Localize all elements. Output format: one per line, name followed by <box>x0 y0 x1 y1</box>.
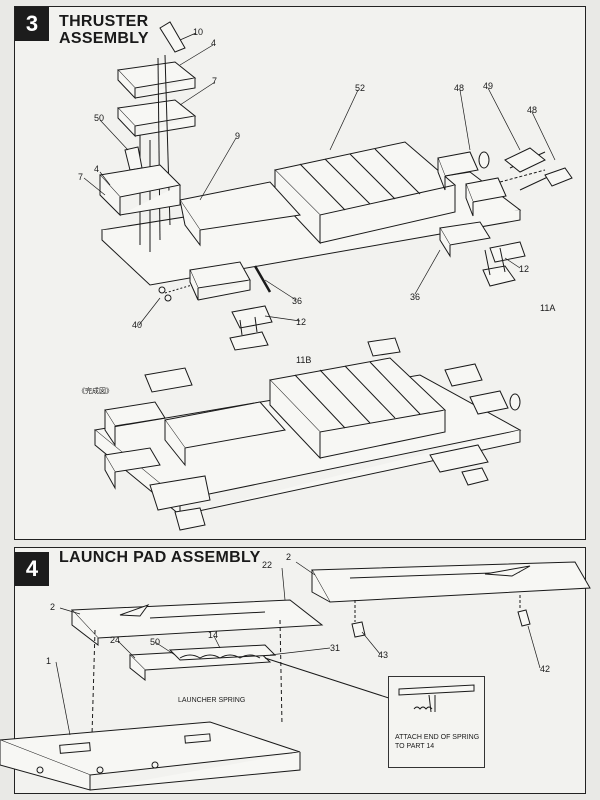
callout-10: 10 <box>193 27 204 37</box>
completed-assembly <box>93 337 522 531</box>
spring-note-box: ATTACH END OF SPRING TO PART 14 <box>388 676 485 768</box>
launcher-spring-label: LAUNCHER SPRING <box>178 697 246 704</box>
callout-52: 52 <box>355 83 366 93</box>
callout-4b: 4 <box>94 164 100 174</box>
callout-36a: 36 <box>292 296 303 306</box>
step-3-title-line2: ASSEMBLY <box>59 30 149 47</box>
completed-view-label: 《完成図》 <box>78 388 113 395</box>
base-plate-1 <box>0 619 301 791</box>
callout-2b: 2 <box>50 602 56 612</box>
callout-7b: 7 <box>78 172 84 182</box>
callout-48a: 48 <box>454 83 465 93</box>
callout-14: 14 <box>208 630 219 640</box>
step-3-number: 3 <box>15 7 49 41</box>
spring-note-text: ATTACH END OF SPRING TO PART 14 <box>395 734 480 750</box>
callout-4a: 4 <box>211 38 217 48</box>
left-thruster-stack <box>99 21 197 252</box>
thruster-block-52 <box>273 141 457 245</box>
callout-48b: 48 <box>527 105 538 115</box>
launch-rail-2-lower <box>70 599 324 647</box>
spring-detail-icon <box>398 684 475 713</box>
callout-22: 22 <box>262 560 273 570</box>
launch-rail-2-top <box>311 561 591 603</box>
callout-1: 1 <box>46 656 52 666</box>
callout-49: 49 <box>483 81 494 91</box>
step-4-number: 4 <box>15 552 49 586</box>
callout-50: 50 <box>94 113 105 123</box>
callout-11a: 11A <box>540 303 556 313</box>
callout-9: 9 <box>235 131 241 141</box>
callout-2a: 2 <box>286 552 292 562</box>
callout-50-step4: 50 <box>150 637 161 647</box>
callout-12a: 12 <box>519 264 530 274</box>
callout-12b: 12 <box>296 317 307 327</box>
step-3-title-line1: THRUSTER <box>59 13 149 30</box>
callout-24: 24 <box>110 635 121 645</box>
callout-43: 43 <box>378 650 389 660</box>
callout-36b: 36 <box>410 292 421 302</box>
callout-7a: 7 <box>212 76 218 86</box>
right-thruster-pods <box>437 147 573 217</box>
small-parts-42-43 <box>351 595 531 638</box>
step-4-title: LAUNCH PAD ASSEMBLY <box>59 549 261 566</box>
callout-11b: 11B <box>296 355 312 365</box>
callout-31: 31 <box>330 643 341 653</box>
callout-42: 42 <box>540 664 551 674</box>
hull-block <box>179 181 301 247</box>
step-3-title: THRUSTER ASSEMBLY <box>59 13 149 47</box>
spring-carrier-24 <box>128 644 277 682</box>
callout-40: 40 <box>132 320 143 330</box>
side-mount-36 <box>158 221 526 351</box>
